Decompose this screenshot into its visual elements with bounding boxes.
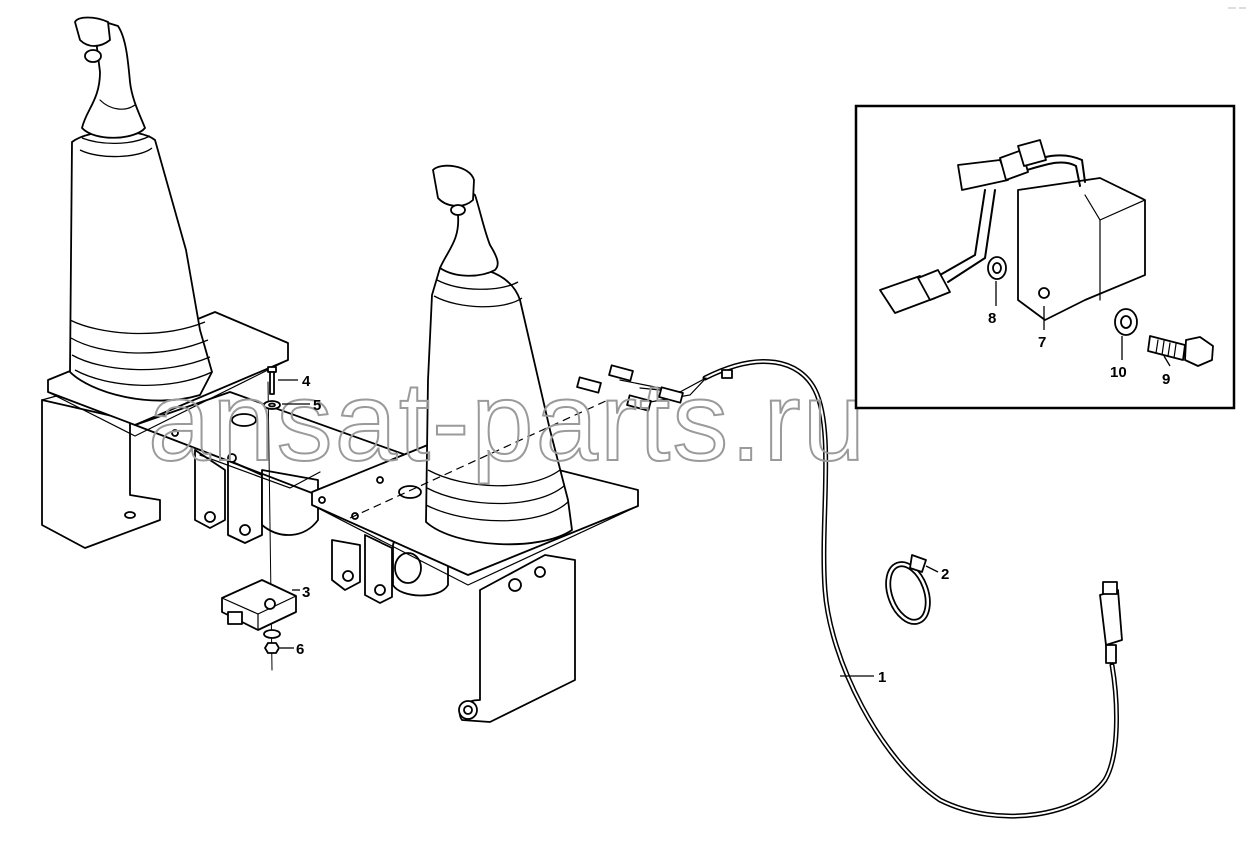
callout-2: 2: [941, 566, 949, 583]
callout-labels: 1 2 3 4 5 6 7 8 9 10: [296, 310, 1170, 686]
switch-3: [221, 579, 297, 631]
callout-1: 1: [878, 669, 886, 686]
watermark-text: ansat-parts.ru: [148, 359, 867, 484]
washer-5: [263, 400, 281, 410]
callout-7: 7: [1038, 334, 1046, 351]
callout-8: 8: [988, 310, 996, 327]
left-lever-assembly: [41, 16, 421, 549]
leader-lines: [278, 281, 1171, 677]
washer-and-nut-6: [263, 629, 281, 654]
callout-10: 10: [1110, 364, 1127, 381]
callout-6: 6: [296, 641, 304, 658]
right-lever-assembly: [311, 164, 639, 723]
inset-detail-box: [854, 104, 1236, 410]
callout-3: 3: [302, 584, 310, 601]
bolt-4: [267, 366, 277, 395]
cable-tie-2: [885, 554, 931, 625]
cable-harness-1: [576, 358, 1123, 819]
callout-9: 9: [1162, 371, 1170, 388]
callout-4: 4: [302, 373, 311, 390]
callout-5: 5: [313, 397, 321, 414]
